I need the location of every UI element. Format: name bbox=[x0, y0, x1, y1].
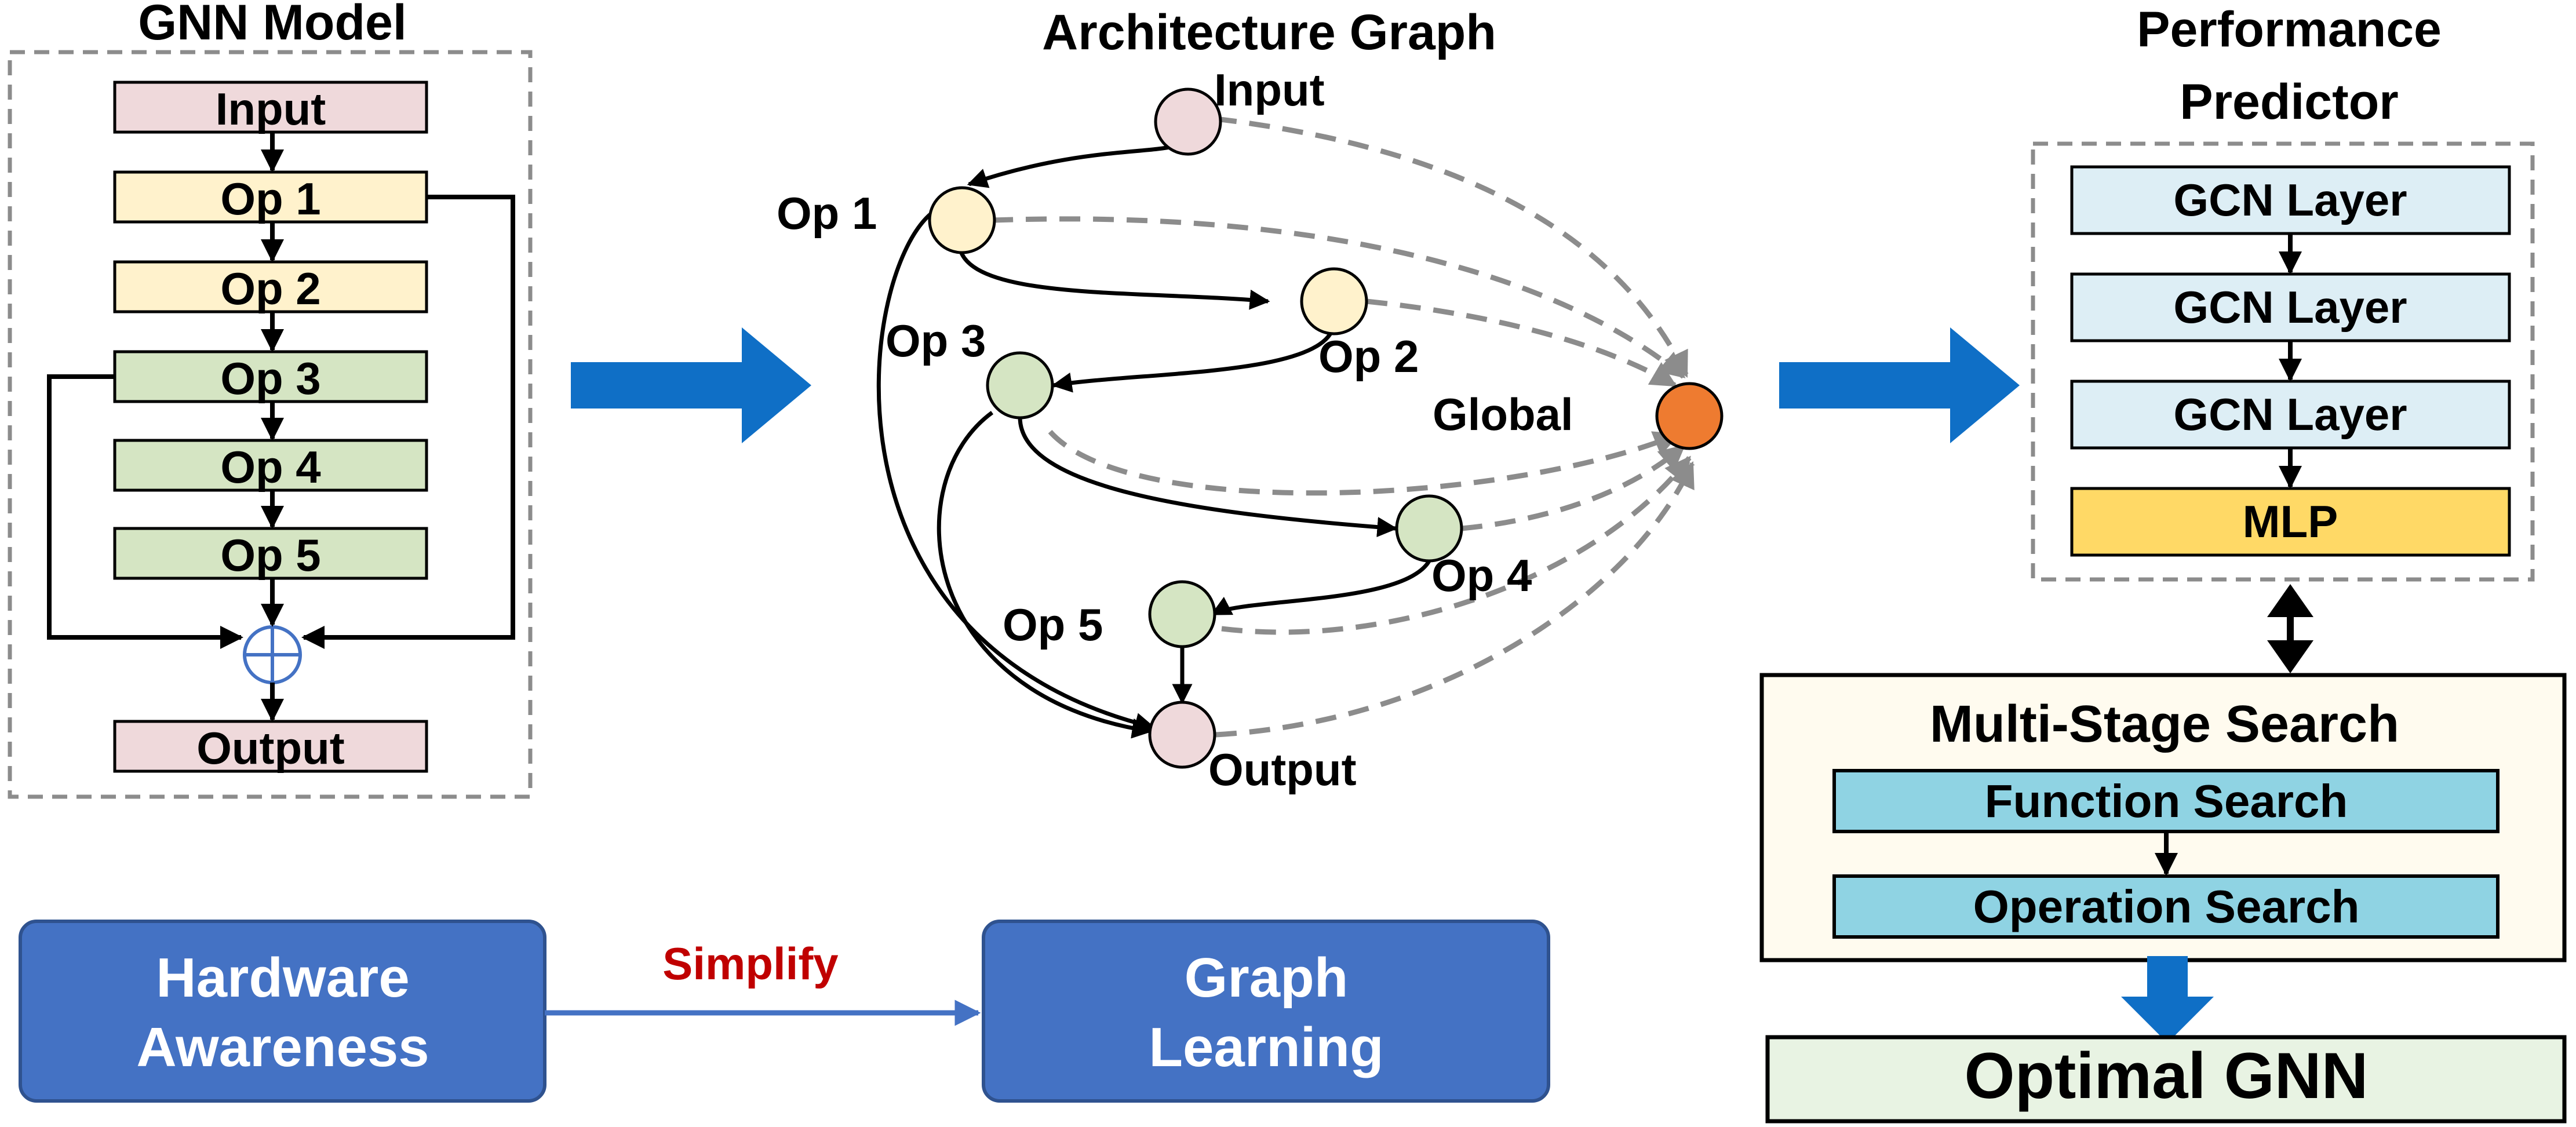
predictor-title-line1: Performance bbox=[2137, 2, 2442, 57]
function-search-label: Function Search bbox=[1985, 775, 2348, 827]
graph-label-op4: Op 4 bbox=[1431, 550, 1532, 601]
optimal-gnn-box bbox=[1765, 1035, 2567, 1124]
gnn-model-title: GNN Model bbox=[138, 0, 406, 50]
gnn-input-box bbox=[113, 81, 428, 134]
graph-label-op5: Op 5 bbox=[1003, 599, 1103, 650]
hardware-awareness-line2: Awareness bbox=[136, 1016, 429, 1078]
graph-label-op2: Op 2 bbox=[1318, 331, 1419, 382]
predictor-border bbox=[2031, 141, 2535, 582]
gnn-model-panel: GNN Model Input Op 1 Op 2 Op 3 Op 4 Op 5… bbox=[8, 0, 533, 799]
gnn-op3-box bbox=[113, 350, 428, 403]
global-edges bbox=[992, 116, 1695, 738]
gnn-op5-label: Op 5 bbox=[220, 530, 320, 581]
gnn-op2-label: Op 2 bbox=[220, 263, 320, 314]
mlp-box bbox=[2070, 487, 2511, 557]
flow-arrow-2 bbox=[1779, 327, 2020, 443]
gnn-op3-label: Op 3 bbox=[220, 353, 320, 404]
architecture-graph-title: Architecture Graph bbox=[1042, 5, 1496, 60]
predictor-title-line2: Predictor bbox=[2180, 74, 2399, 130]
performance-predictor-panel: Performance Predictor GCN Layer GCN Laye… bbox=[2031, 2, 2535, 673]
graph-label-op1: Op 1 bbox=[777, 188, 877, 239]
gnn-op5-box bbox=[113, 527, 428, 580]
gnn-op1-label: Op 1 bbox=[220, 173, 320, 224]
graph-label-output: Output bbox=[1208, 744, 1357, 795]
graph-node-op2 bbox=[1300, 267, 1368, 335]
graph-node-output bbox=[1148, 701, 1216, 769]
graph-node-input bbox=[1154, 87, 1222, 156]
function-search-box bbox=[1832, 769, 2500, 833]
gcn-layer-3-label: GCN Layer bbox=[2173, 389, 2407, 440]
graph-node-op5 bbox=[1148, 580, 1216, 648]
simplify-label: Simplify bbox=[662, 938, 838, 989]
gnn-op4-label: Op 4 bbox=[220, 442, 320, 493]
multi-stage-search-title: Multi-Stage Search bbox=[1930, 695, 2399, 753]
graph-label-op3: Op 3 bbox=[886, 315, 986, 366]
graph-label-input: Input bbox=[1214, 64, 1325, 115]
gcn-layer-2-label: GCN Layer bbox=[2173, 282, 2407, 333]
double-arrow-down-head bbox=[2267, 640, 2313, 673]
graph-learning-line1: Graph bbox=[1185, 947, 1349, 1009]
gnn-output-label: Output bbox=[196, 723, 345, 774]
graph-learning-box bbox=[982, 920, 1550, 1103]
graph-learning-line2: Learning bbox=[1149, 1016, 1383, 1078]
bottom-flow: Hardware Awareness Simplify Graph Learni… bbox=[19, 920, 1550, 1103]
gnn-chain-arrows bbox=[47, 132, 515, 722]
graph-label-global: Global bbox=[1433, 389, 1573, 440]
double-arrow-up-head bbox=[2267, 584, 2313, 617]
graph-node-global bbox=[1655, 382, 1724, 450]
gcn-layer-1-label: GCN Layer bbox=[2173, 174, 2407, 225]
hardware-awareness-line1: Hardware bbox=[156, 947, 410, 1009]
graph-node-op4 bbox=[1395, 494, 1463, 563]
mlp-label: MLP bbox=[2243, 496, 2338, 547]
multi-stage-search-panel: Multi-Stage Search Function Search Opera… bbox=[1759, 673, 2567, 962]
graph-node-op1 bbox=[928, 186, 996, 254]
architecture-graph-panel: Architecture Graph bbox=[777, 5, 1724, 795]
operation-search-box bbox=[1832, 874, 2500, 939]
gcn-layer-2-box bbox=[2070, 272, 2511, 342]
operation-search-label: Operation Search bbox=[1973, 881, 2360, 932]
graph-node-op3 bbox=[986, 351, 1054, 420]
gcn-layer-1-box bbox=[2070, 165, 2511, 235]
optimal-gnn-label: Optimal GNN bbox=[1965, 1040, 2369, 1112]
gnn-output-box bbox=[113, 720, 428, 773]
gnn-input-label: Input bbox=[216, 83, 326, 134]
flow-arrow-1 bbox=[571, 327, 811, 443]
to-optimal-arrow bbox=[2121, 956, 2214, 1043]
